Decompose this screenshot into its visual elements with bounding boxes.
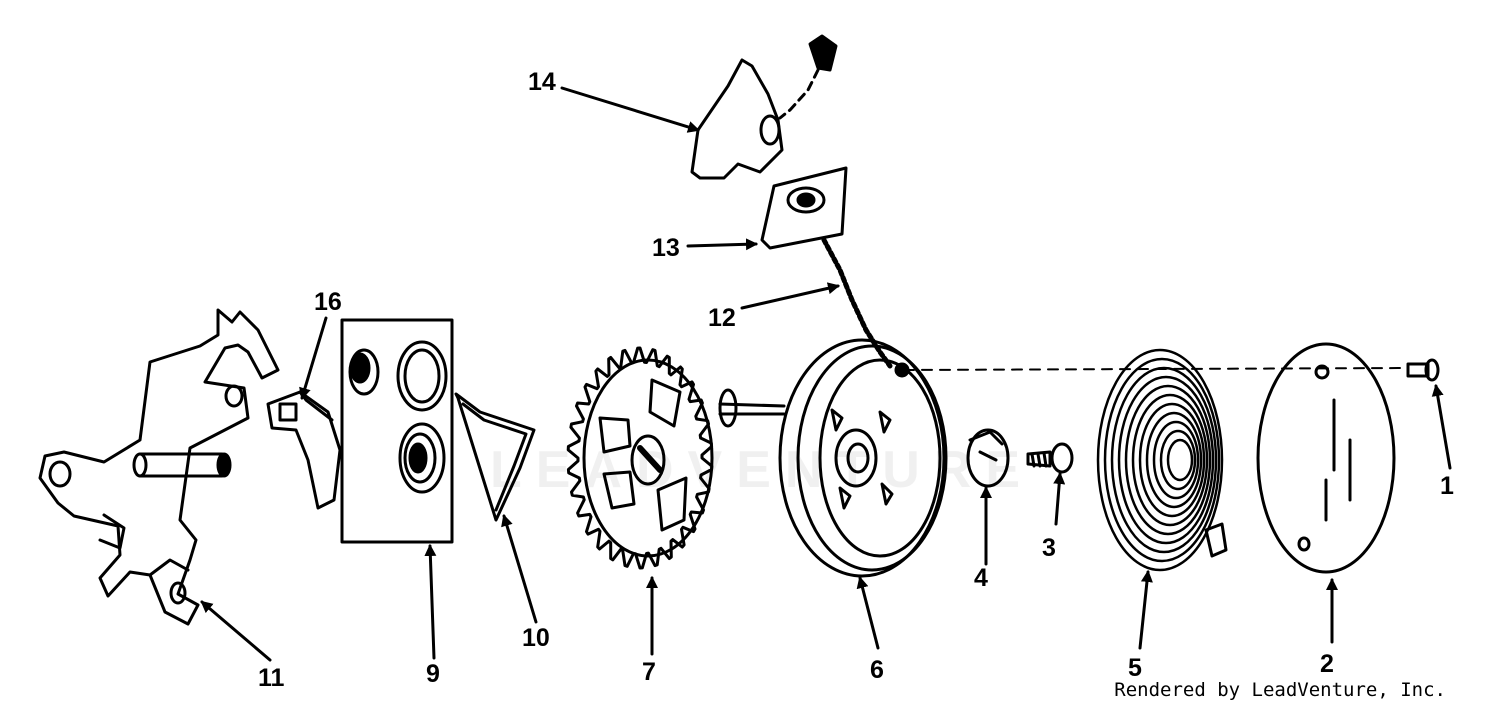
part-3-screw	[1026, 442, 1074, 474]
callout-1: 1	[1440, 472, 1454, 500]
spring-coil	[1159, 429, 1197, 491]
leadventure-watermark: LEADVENTURE	[490, 441, 1035, 499]
render-credit: Rendered by LeadVenture, Inc.	[1114, 679, 1446, 701]
part-7-gear	[566, 346, 714, 570]
part-2-cover	[1256, 342, 1396, 574]
part-1-screw	[1406, 358, 1440, 382]
leader-10	[501, 514, 538, 624]
callout-3: 3	[1042, 534, 1056, 562]
callout-2: 2	[1320, 650, 1334, 678]
callout-12: 12	[708, 304, 736, 332]
spring-coil	[1096, 348, 1224, 572]
part-12-rope	[821, 237, 893, 369]
callout-14: 14	[528, 68, 556, 96]
part-16-spring	[266, 390, 342, 510]
part-13-insert	[760, 166, 848, 250]
spring-coil	[1124, 384, 1212, 536]
spring-coil	[1117, 375, 1215, 545]
callout-5: 5	[1128, 654, 1142, 682]
spring-coil	[1152, 420, 1200, 500]
spring-coil	[1131, 393, 1209, 527]
leader-12	[740, 282, 840, 310]
leader-1	[1431, 384, 1452, 470]
leader-14	[560, 86, 700, 133]
callout-10: 10	[522, 624, 550, 652]
spring-tab	[1204, 522, 1228, 558]
part-11-bracket	[38, 308, 280, 626]
spring-coil	[1103, 357, 1221, 563]
leader-6	[856, 576, 880, 650]
leader-16	[299, 316, 328, 400]
callout-9: 9	[426, 660, 440, 688]
part-9-plate	[340, 318, 454, 544]
callout-16: 16	[314, 288, 342, 316]
callout-13: 13	[652, 234, 680, 262]
leader-11	[200, 600, 272, 662]
leader-13	[686, 238, 758, 251]
leader-5	[1138, 570, 1153, 650]
callout-11: 11	[258, 664, 285, 692]
spring-coil	[1145, 411, 1203, 509]
part-10-retainer	[454, 392, 536, 522]
leader-3	[1053, 472, 1066, 526]
leader-9	[424, 544, 437, 660]
spring-coil	[1166, 438, 1194, 482]
part-14-handle	[690, 34, 838, 180]
assembly-line	[903, 367, 1409, 371]
spring-coil	[1138, 402, 1206, 518]
leader-lines	[200, 86, 1452, 662]
part-4-ratchet	[966, 428, 1010, 488]
part-5-recoil-spring	[1096, 348, 1228, 572]
callout-6: 6	[870, 656, 884, 684]
callout-7: 7	[642, 658, 656, 686]
part-6-pulley	[718, 338, 948, 578]
callout-4: 4	[974, 564, 988, 592]
